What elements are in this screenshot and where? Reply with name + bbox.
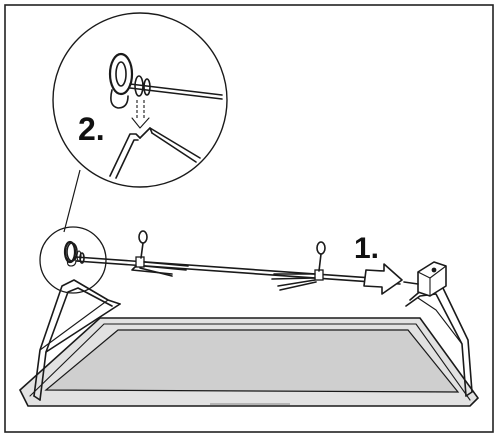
figure-frame xyxy=(4,4,494,433)
spit-handle-detail xyxy=(108,52,151,109)
step-1-label: 1. xyxy=(354,232,379,265)
spit-fork-right xyxy=(271,241,326,291)
down-arrow-detail xyxy=(131,100,150,129)
insert-arrow-step-1 xyxy=(363,263,403,295)
baking-tray xyxy=(19,317,480,407)
step-2-label: 2. xyxy=(78,111,105,147)
support-frame-detail xyxy=(109,127,201,179)
detail-connector-line xyxy=(63,169,81,233)
spit-rod xyxy=(63,240,401,285)
motor-socket-block xyxy=(403,261,447,297)
detail-circle-step-2: 2. xyxy=(52,12,228,188)
spit-fork-left xyxy=(131,230,189,277)
